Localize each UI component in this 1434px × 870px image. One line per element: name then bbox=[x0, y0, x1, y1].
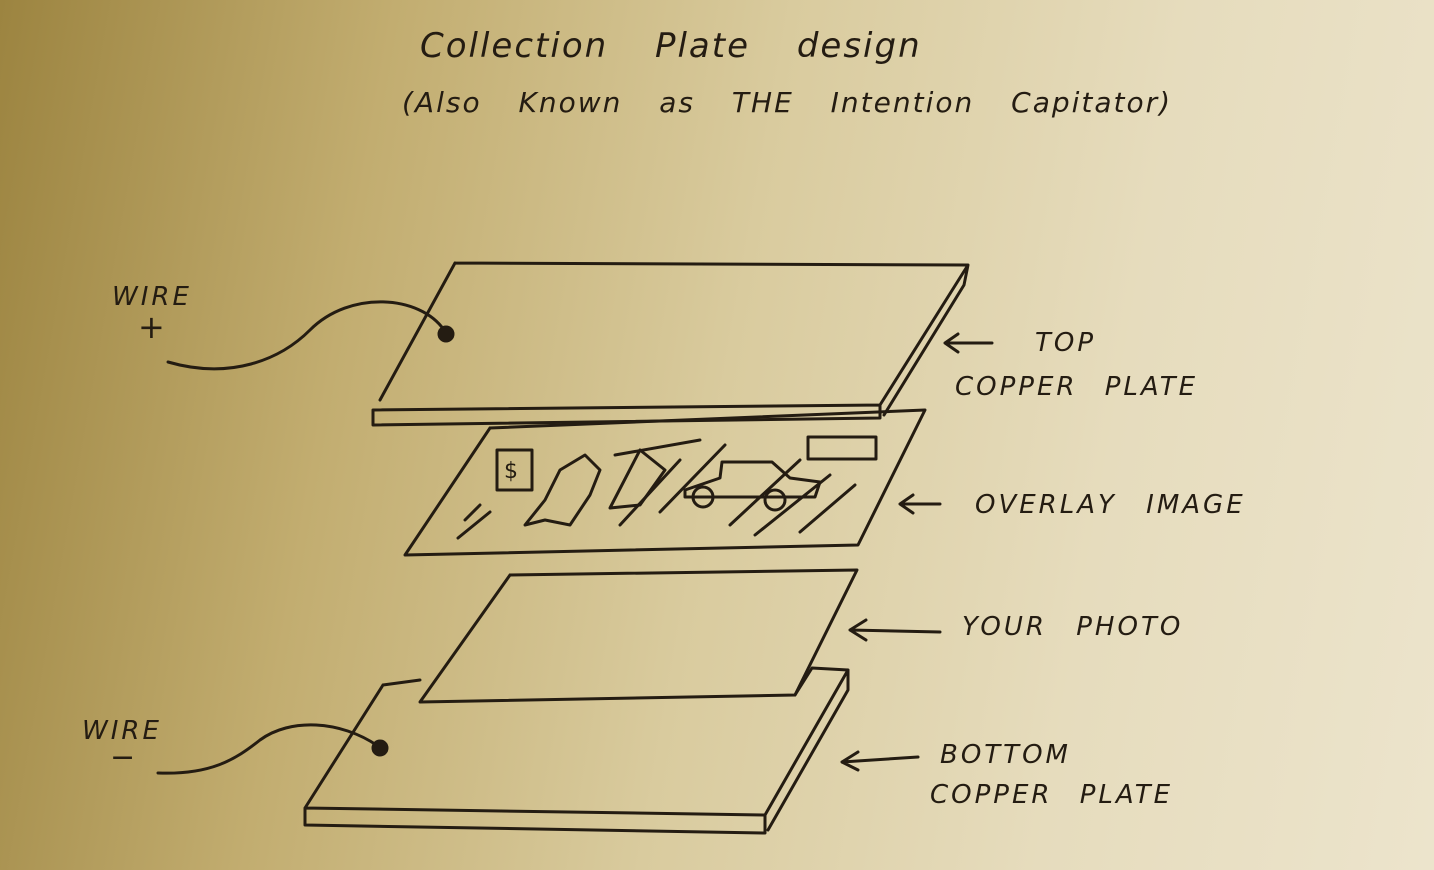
overlay-image-layer: $ bbox=[403, 408, 927, 557]
top-copper-plate bbox=[371, 261, 970, 427]
arrow-overlay bbox=[898, 493, 942, 515]
wire-positive-label: WIRE bbox=[112, 282, 192, 312]
photo-layer bbox=[418, 568, 859, 704]
wire-positive-sign: + bbox=[138, 308, 168, 346]
bottom-plate-label-2: copper plate bbox=[930, 780, 1174, 810]
arrow-bottom-plate bbox=[840, 750, 920, 772]
arrow-top-plate bbox=[943, 332, 994, 354]
top-plate-label-2: copper plate bbox=[955, 372, 1199, 402]
person-sketch bbox=[523, 453, 602, 527]
wire-negative-label: WIRE bbox=[82, 716, 162, 746]
top-plate-label-1: Top bbox=[1035, 328, 1097, 358]
diagram-title: Collection Plate design bbox=[420, 26, 922, 66]
bottom-plate-label-1: Bottom bbox=[940, 740, 1071, 770]
photo-label: your photo bbox=[962, 612, 1184, 642]
card-sketch bbox=[806, 435, 878, 461]
wire-negative bbox=[156, 723, 380, 775]
svg-text:$: $ bbox=[504, 459, 518, 484]
overlay-label: overlay image bbox=[975, 490, 1246, 520]
dollar-bill-sketch bbox=[495, 448, 534, 492]
wire-negative-sign: − bbox=[110, 740, 139, 775]
diagram-subtitle: (Also Known as THE Intention Capitator) bbox=[402, 86, 1173, 119]
car-sketch bbox=[683, 460, 822, 499]
wire-contact-top bbox=[437, 325, 455, 343]
arrow-photo bbox=[848, 618, 942, 642]
bottom-copper-plate bbox=[303, 666, 850, 835]
wire-positive bbox=[166, 300, 446, 371]
